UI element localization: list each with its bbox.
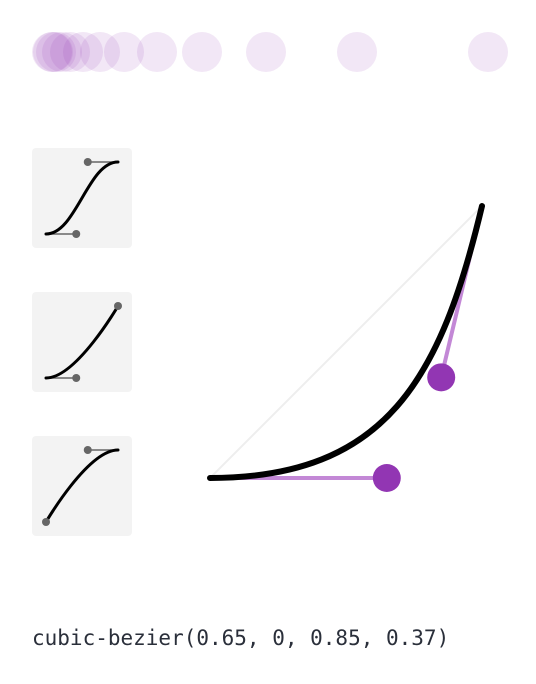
preview-frame-dot [80,32,121,72]
control-point-1-handle[interactable] [372,464,401,492]
preview-frame-dot [50,32,91,72]
preset-curve-graph [44,158,120,238]
preview-frame-dot [137,32,178,72]
preset-handle-dot [72,374,81,382]
preset-curve-graph [42,446,120,526]
preset-ease-out[interactable] [32,436,132,536]
bezier-curve [207,203,485,481]
preset-ease-in-out[interactable] [32,148,132,248]
preview-frame-dot [182,32,223,72]
preset-curve-graph [44,302,122,382]
preset-handle-dot [72,230,81,238]
preview-frame-dot [337,32,378,72]
animation-preview-track [0,0,536,110]
preview-frame-dot [62,32,103,72]
preview-frame-dot [41,32,82,72]
preset-handle-dot [83,446,92,454]
preset-handle-dot [114,302,122,310]
cubic-bezier-output: cubic-bezier(0.65, 0, 0.85, 0.37) [32,626,450,650]
preview-frame-dot [245,32,286,72]
preview-frame-dot [35,32,76,72]
preview-frame-dot [32,32,72,72]
preview-frame-dot [32,32,73,72]
preview-frame-dot [104,32,145,72]
preset-curve [44,160,120,236]
preset-handle-dot [42,518,50,526]
preset-ease-in[interactable] [32,292,132,392]
bezier-editor[interactable] [0,0,536,600]
linear-reference-line [209,205,483,479]
preview-frame-dot [468,32,508,72]
preset-handle-dot [83,158,92,166]
control-point-2-handle[interactable] [427,363,456,392]
